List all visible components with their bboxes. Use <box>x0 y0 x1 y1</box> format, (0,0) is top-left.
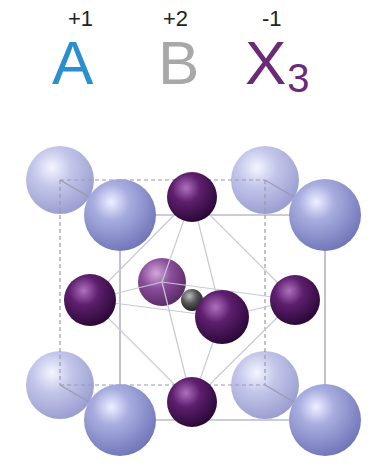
a-site-atom <box>26 146 299 419</box>
ion-symbol: A <box>52 32 93 94</box>
charge-label: +1 <box>68 8 93 30</box>
ion-symbol: X <box>245 32 286 94</box>
charge-label: -1 <box>262 8 282 30</box>
subscript: 3 <box>287 58 309 98</box>
ion-symbol: B <box>158 32 199 94</box>
charge-label: +2 <box>163 8 188 30</box>
a-site-atom <box>84 179 361 456</box>
